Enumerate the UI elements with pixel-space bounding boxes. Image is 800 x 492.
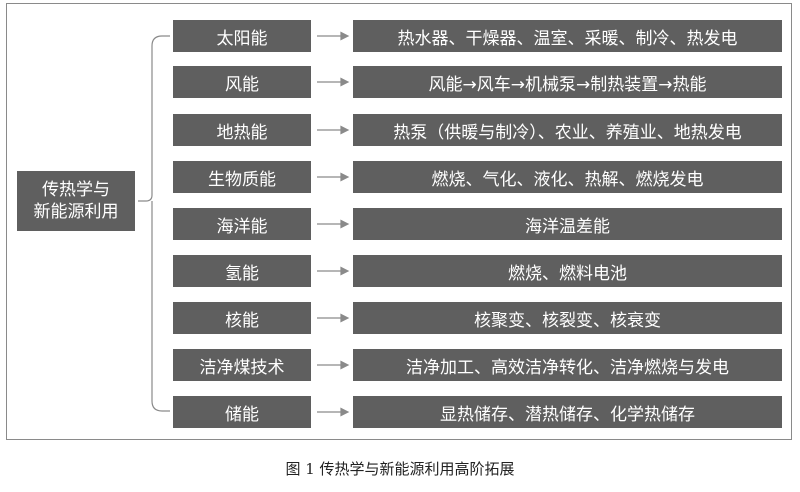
application-label: 燃烧、气化、液化、热解、燃烧发电 [431, 169, 704, 190]
application-box: 洁净加工、高效洁净转化、洁净燃烧与发电 [353, 349, 782, 381]
category-label: 太阳能 [216, 28, 268, 49]
category-box: 洁净煤技术 [173, 349, 311, 381]
application-label: 热泵（供暖与制冷）、农业、养殖业、地热发电 [393, 122, 742, 143]
category-label: 核能 [225, 310, 259, 331]
category-box: 核能 [173, 302, 311, 334]
application-box: 燃烧、气化、液化、热解、燃烧发电 [353, 161, 782, 193]
figure-caption: 图 1 传热学与新能源利用高阶拓展 [285, 460, 515, 478]
application-label: 热水器、干燥器、温室、采暖、制冷、热发电 [397, 28, 738, 49]
category-box: 氢能 [173, 255, 311, 287]
root-node: 传热学与 新能源利用 [17, 171, 135, 231]
application-box: 风能→风车→机械泵→制热装置→热能 [353, 66, 782, 98]
arrow-head [340, 31, 350, 41]
category-label: 地热能 [216, 122, 268, 143]
bracket [138, 35, 170, 412]
arrow-head [340, 172, 350, 182]
root-label-line1: 传热学与 [42, 180, 110, 200]
category-label: 储能 [225, 404, 259, 425]
category-label: 洁净煤技术 [199, 357, 285, 378]
application-box: 热泵（供暖与制冷）、农业、养殖业、地热发电 [353, 114, 782, 146]
arrow-head [340, 407, 350, 417]
arrow-head [340, 313, 350, 323]
application-label: 显热储存、潜热储存、化学热储存 [440, 404, 695, 425]
category-label: 海洋能 [216, 216, 268, 237]
application-label: 核聚变、核裂变、核衰变 [474, 310, 661, 331]
application-box: 核聚变、核裂变、核衰变 [353, 302, 782, 334]
application-label: 燃烧、燃料电池 [508, 263, 627, 284]
application-box: 燃烧、燃料电池 [353, 255, 782, 287]
application-box: 热水器、干燥器、温室、采暖、制冷、热发电 [353, 20, 782, 52]
arrow-head [340, 77, 350, 87]
category-label: 生物质能 [208, 169, 276, 190]
root-label-line2: 新能源利用 [33, 202, 119, 222]
category-label: 风能 [225, 74, 259, 95]
arrow-head [340, 219, 350, 229]
diagram-frame [6, 3, 792, 440]
arrows [317, 31, 350, 417]
application-label: 风能→风车→机械泵→制热装置→热能 [428, 74, 707, 95]
category-label: 氢能 [225, 263, 259, 284]
application-box: 海洋温差能 [353, 208, 782, 240]
application-label: 洁净加工、高效洁净转化、洁净燃烧与发电 [406, 357, 729, 378]
category-box: 风能 [173, 66, 311, 98]
arrow-head [340, 266, 350, 276]
arrow-head [340, 125, 350, 135]
category-box: 太阳能 [173, 20, 311, 52]
category-box: 地热能 [173, 114, 311, 146]
arrow-head [340, 360, 350, 370]
application-box: 显热储存、潜热储存、化学热储存 [353, 396, 782, 428]
category-box: 海洋能 [173, 208, 311, 240]
application-label: 海洋温差能 [525, 216, 610, 237]
category-box: 储能 [173, 396, 311, 428]
category-box: 生物质能 [173, 161, 311, 193]
